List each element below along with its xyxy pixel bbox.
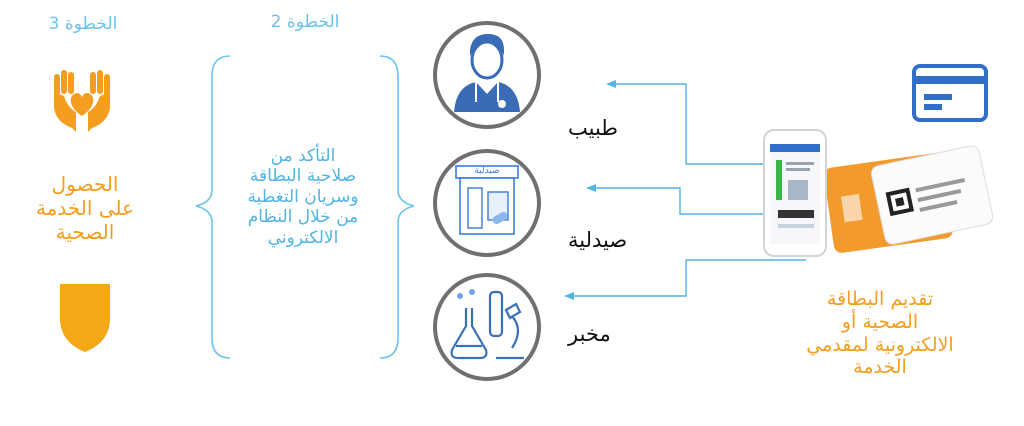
lab-icon	[433, 273, 541, 381]
pharmacy-sign: صيدلية	[474, 166, 500, 176]
step2-label: الخطوة 2	[270, 12, 340, 32]
flow-arrows	[564, 80, 806, 300]
step3-text: الحصول على الخدمة الصحية	[35, 172, 135, 244]
pharmacy-circle: صيدلية	[432, 148, 542, 258]
step2-text: التأكد من صلاحية البطاقة وسريان التغطية …	[247, 146, 359, 248]
shield-icon	[60, 284, 110, 352]
doctor-icon	[433, 21, 541, 129]
helping-hands-heart-icon	[54, 70, 110, 132]
provider-label-lab: مخبر	[568, 322, 611, 346]
step1-text: تقديم البطاقة الصحية أو الالكترونية لمقد…	[806, 288, 954, 379]
card-icon	[912, 64, 988, 122]
curly-brackets	[195, 55, 415, 359]
step3-label: الخطوة 3	[48, 14, 118, 34]
provider-label-doctor: طبيب	[568, 116, 619, 140]
provider-label-pharmacy: صيدلية	[568, 228, 628, 252]
lab-circle	[432, 272, 542, 382]
phone-and-cards-illustration	[763, 129, 994, 257]
doctor-circle	[432, 20, 542, 130]
pharmacy-icon	[433, 149, 541, 257]
